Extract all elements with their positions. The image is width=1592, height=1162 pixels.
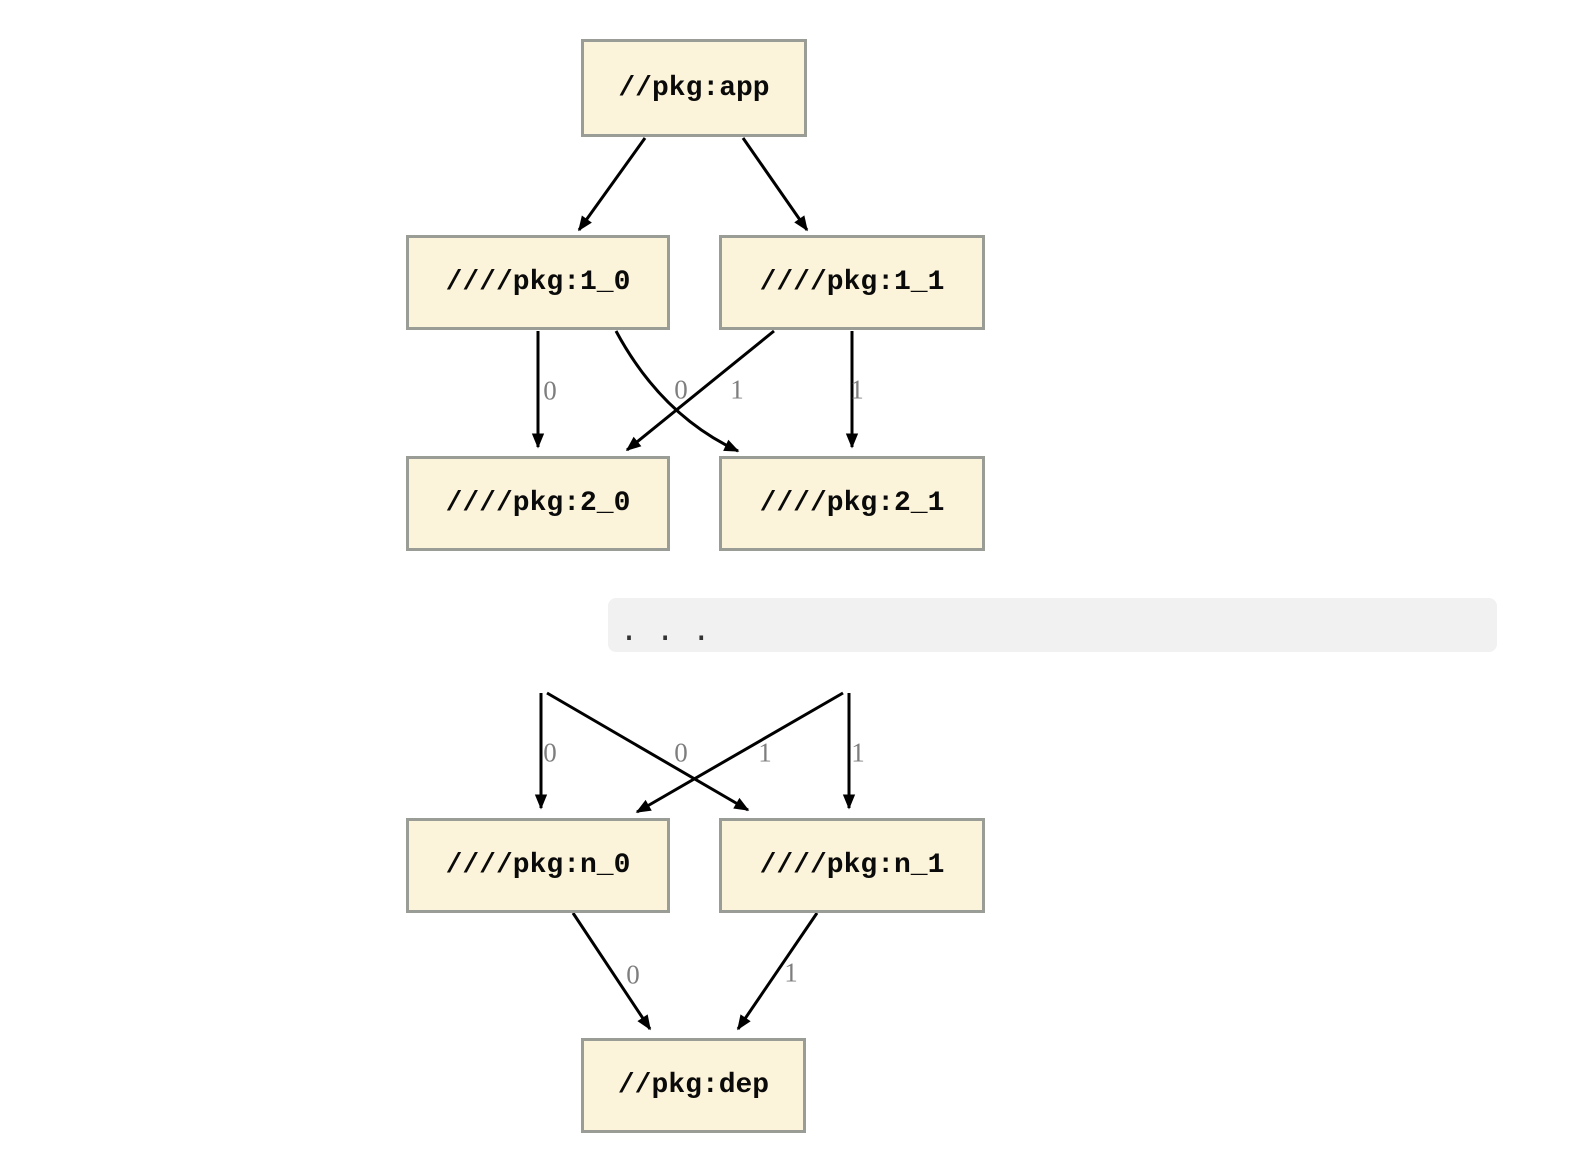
node-label: ////pkg:2_1: [759, 488, 945, 519]
node-label: ////pkg:2_0: [445, 488, 631, 519]
edge-label: 1: [851, 737, 865, 768]
node-label: ////pkg:1_1: [759, 267, 945, 298]
edge-n_0-to-dep: [571, 912, 652, 1031]
edge-label: 0: [543, 375, 557, 406]
edge-hidden-right-to-n_0: [635, 691, 844, 814]
edge-n_1-to-dep: [736, 912, 819, 1031]
edge-label: 0: [674, 737, 688, 768]
edge-label: 1: [730, 374, 744, 405]
node-label: ////pkg:n_1: [759, 850, 945, 881]
edge-app-to-1_0: [577, 137, 647, 232]
node-pkg-1_0: ////pkg:1_0: [406, 235, 670, 330]
edge-label: 0: [626, 959, 640, 990]
node-label: ////pkg:n_0: [445, 850, 631, 881]
edge-label: 1: [850, 374, 864, 405]
edge-label: 0: [674, 374, 688, 405]
node-pkg-n_1: ////pkg:n_1: [719, 818, 985, 913]
node-pkg-dep: //pkg:dep: [581, 1038, 806, 1133]
node-pkg-app: //pkg:app: [581, 39, 807, 137]
edge-1_0-to-2_1: [614, 330, 740, 453]
edge-hidden-left-to-n_1: [546, 691, 750, 812]
edge-app-to-1_1: [741, 137, 809, 232]
node-label: //pkg:dep: [617, 1070, 770, 1101]
node-label: //pkg:app: [618, 72, 770, 104]
node-pkg-1_1: ////pkg:1_1: [719, 235, 985, 330]
edge-1_1-to-2_0: [625, 329, 775, 452]
edge-label: 0: [543, 737, 557, 768]
node-pkg-2_1: ////pkg:2_1: [719, 456, 985, 551]
ellipsis-text: . . .: [620, 612, 711, 648]
node-label: ////pkg:1_0: [445, 267, 631, 298]
ellipsis-band: . . .: [608, 598, 1497, 652]
edge-label: 1: [784, 957, 798, 988]
node-pkg-2_0: ////pkg:2_0: [406, 456, 670, 551]
node-pkg-n_0: ////pkg:n_0: [406, 818, 670, 913]
edge-label: 1: [758, 737, 772, 768]
